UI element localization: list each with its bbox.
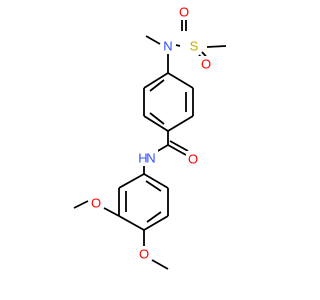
ring2-bond <box>143 173 169 189</box>
atom-sulfur: S <box>190 39 199 54</box>
atom-oxygen: O <box>91 196 101 211</box>
atom-nitrogen: N <box>163 39 172 54</box>
atom-oxygen: O <box>139 247 149 262</box>
bond-c-o-double <box>167 144 187 156</box>
bond-n-methyl <box>145 35 161 45</box>
bond-ome-methyl <box>73 200 89 209</box>
atom-oxygen: O <box>188 152 198 167</box>
atom-hydrogen: H <box>138 151 147 166</box>
ring2-bond <box>143 215 169 231</box>
bond-ome-methyl <box>151 259 169 270</box>
ring2-inner-bond <box>145 180 162 192</box>
chemical-structure: O S O N O H N O O <box>73 4 227 270</box>
atom-nitrogen: N <box>146 151 155 166</box>
bond-n-s <box>175 44 181 47</box>
ring2-inner-bond <box>146 211 162 223</box>
atom-oxygen: O <box>201 57 211 72</box>
ring1-inner-bond <box>149 79 165 92</box>
ring1-bond <box>167 115 194 132</box>
atom-oxygen: O <box>179 5 189 20</box>
bond-ring-ome <box>103 207 120 217</box>
ring1-inner-bond <box>149 112 165 125</box>
ring2-bond <box>118 173 145 189</box>
bond-s-methyl <box>206 45 227 48</box>
ring1-bond <box>143 72 169 89</box>
ring2-bond <box>118 215 145 231</box>
ring1-bond <box>143 115 169 132</box>
atom-label-layer: O S O N O H N O O <box>89 4 213 262</box>
bond-c-o-double <box>169 140 189 152</box>
ring1-bond <box>167 72 194 89</box>
bond-layer <box>73 17 227 270</box>
